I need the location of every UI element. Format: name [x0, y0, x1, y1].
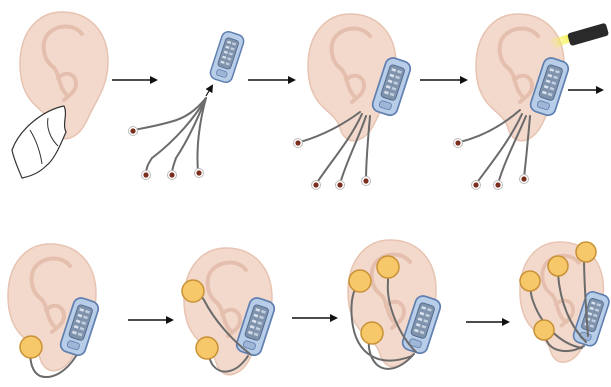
electrode-center [295, 140, 300, 145]
electrode-center [521, 176, 526, 181]
electrode-pad-icon [548, 256, 568, 276]
electrode-center [495, 182, 500, 187]
electrode-center [363, 178, 368, 183]
electrode-center [143, 172, 148, 177]
electrode-pad-icon [534, 320, 554, 340]
electrode-pad-icon [349, 270, 371, 292]
electrode-center [313, 182, 318, 187]
electrode-center [337, 182, 342, 187]
electrode-center [473, 182, 478, 187]
sensor-device-icon [209, 30, 246, 84]
electrode-pad-icon [520, 271, 540, 291]
electrode-pad-icon [377, 256, 399, 278]
flashlight-icon [567, 23, 609, 47]
electrode-pad-icon [20, 336, 42, 358]
electrode-pad-icon [196, 337, 218, 359]
electrode-center [196, 170, 201, 175]
electrode-pad-icon [361, 322, 383, 344]
insert-arrow-icon [206, 86, 212, 96]
electrode-center [130, 128, 135, 133]
electrode-center [169, 172, 174, 177]
electrode-pad-icon [576, 242, 596, 262]
tissue-icon [12, 106, 66, 178]
electrode-pad-icon [182, 280, 204, 302]
electrode-center [455, 140, 460, 145]
